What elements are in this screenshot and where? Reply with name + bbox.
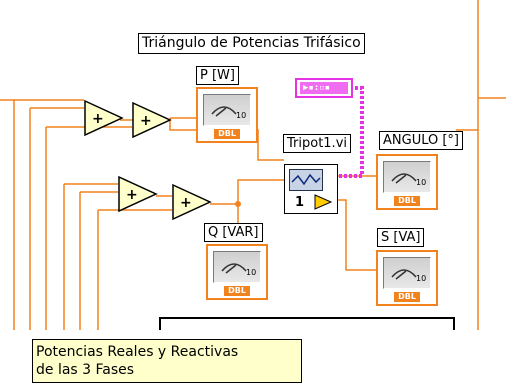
angulo-indicator-label: ANGULO [°] [379, 131, 463, 150]
add-function-icon[interactable]: + [118, 176, 158, 212]
loop-count: 1 [295, 195, 305, 210]
svg-text:10: 10 [416, 274, 426, 283]
p-to-subvi-wire[interactable] [169, 118, 284, 161]
input-wire[interactable] [0, 99, 15, 330]
wire-junction [235, 201, 241, 207]
add-function-icon[interactable]: + [132, 102, 172, 138]
gauge-icon: 10 [383, 161, 431, 193]
svg-text:+: + [92, 111, 104, 127]
comment-box[interactable]: Potencias Reales y Reactivas de las 3 Fa… [32, 339, 302, 383]
svg-text:+: + [126, 187, 138, 203]
tripot-subvi[interactable]: 1 [284, 164, 338, 214]
s-indicator[interactable]: 10 DBL [376, 250, 438, 306]
add-function-icon[interactable]: + [84, 100, 124, 136]
cluster-wire[interactable] [338, 86, 364, 178]
gauge-icon: 10 [213, 251, 261, 283]
svg-text:10: 10 [246, 268, 256, 277]
svg-text:+: + [140, 113, 152, 129]
dbl-type-badge: DBL [394, 196, 420, 206]
add-function-icon[interactable]: + [172, 184, 212, 220]
q-indicator-label: Q [VAR] [204, 223, 263, 242]
s-indicator-label: S [VA] [377, 228, 425, 247]
svg-text:+: + [180, 195, 192, 211]
cluster-constant[interactable]: ▶▪:▫▪ [295, 78, 353, 98]
s-wire[interactable] [338, 199, 376, 271]
subvi-label: Tripot1.vi [283, 134, 351, 153]
title-label: Triángulo de Potencias Trifásico [138, 33, 365, 54]
waveform-icon [289, 169, 323, 191]
gauge-icon: 10 [203, 94, 251, 126]
comment-line: de las 3 Fases [36, 362, 135, 378]
gauge-icon: 10 [383, 257, 431, 289]
p-indicator[interactable]: 10 DBL [196, 87, 258, 143]
dbl-type-badge: DBL [224, 286, 250, 296]
structure-border [159, 317, 455, 330]
cluster-icon: ▶▪:▫▪ [300, 82, 348, 94]
output-arrow-icon [314, 194, 333, 210]
q-to-subvi-wire[interactable] [237, 179, 284, 204]
comment-line: Potencias Reales y Reactivas [36, 344, 239, 360]
q-indicator[interactable]: 10 DBL [206, 244, 268, 300]
dbl-type-badge: DBL [214, 129, 240, 139]
svg-text:10: 10 [236, 111, 246, 120]
svg-text:10: 10 [416, 178, 426, 187]
angulo-indicator[interactable]: 10 DBL [376, 154, 438, 210]
dbl-type-badge: DBL [394, 292, 420, 302]
p-indicator-label: P [W] [196, 66, 239, 85]
